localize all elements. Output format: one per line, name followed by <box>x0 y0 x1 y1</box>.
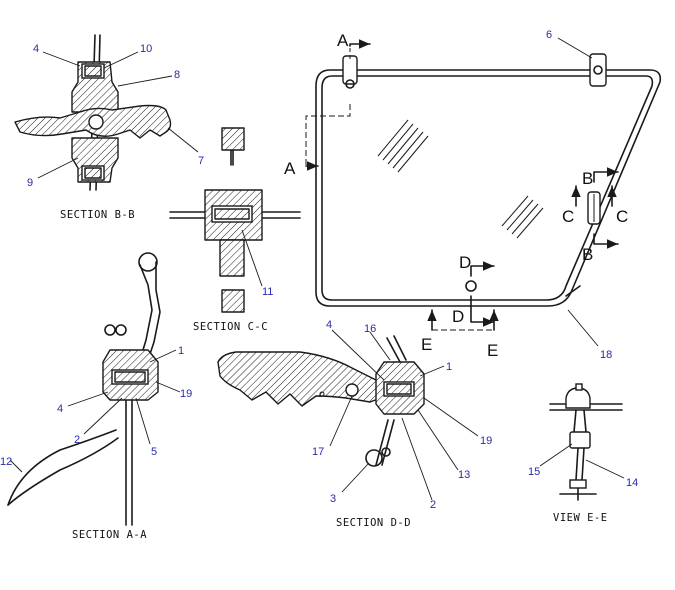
section-letter-b-top: B <box>582 169 593 188</box>
callout-d-2: 2 <box>430 499 436 511</box>
section-b-b-caption: SECTION B-B <box>60 209 135 221</box>
callout-b-4: 4 <box>33 43 39 55</box>
callout-d-17: 17 <box>312 446 324 458</box>
section-indicators <box>305 39 619 331</box>
section-d-d-caption: SECTION D-D <box>336 517 411 529</box>
window-assembly <box>315 53 662 307</box>
section-letter-b-bottom: B <box>582 245 593 264</box>
section-letter-c-right: C <box>616 207 628 226</box>
callout-b-10: 10 <box>140 43 152 55</box>
section-d-d-drawing <box>217 335 425 467</box>
section-letter-d-bottom: D <box>452 307 464 326</box>
callout-a-2: 2 <box>74 434 80 446</box>
callout-a-5: 5 <box>151 446 157 458</box>
section-letter-a-top: A <box>337 31 349 50</box>
callout-d-13: 13 <box>458 469 470 481</box>
callout-main-6: 6 <box>546 29 552 41</box>
callout-c-11: 11 <box>262 286 273 298</box>
section-c-c-drawing <box>169 127 301 313</box>
section-a-a-drawing <box>7 252 161 526</box>
callout-a-4: 4 <box>57 403 63 415</box>
callout-d-16: 16 <box>364 323 376 335</box>
callout-a-19: 19 <box>180 388 192 400</box>
callout-d-1: 1 <box>446 361 452 373</box>
callout-e-15: 15 <box>528 466 540 478</box>
section-b-b-drawing <box>14 34 172 191</box>
section-letter-c-left: C <box>562 207 574 226</box>
callout-e-14: 14 <box>626 477 638 489</box>
section-c-c-caption: SECTION C-C <box>193 321 268 333</box>
callout-d-4: 4 <box>326 319 332 331</box>
callout-a-12: 12 <box>0 456 12 468</box>
section-letter-d-top: D <box>459 253 471 272</box>
section-a-a-caption: SECTION A-A <box>72 529 147 541</box>
view-e-e-caption: VIEW E-E <box>553 512 608 524</box>
callout-main-18: 18 <box>600 349 612 361</box>
callout-b-7: 7 <box>198 155 204 167</box>
section-letter-e-left: E <box>421 335 432 354</box>
section-letter-a-left: A <box>284 159 296 178</box>
callout-b-9: 9 <box>27 177 33 189</box>
callout-d-19: 19 <box>480 435 492 447</box>
section-letter-e-right: E <box>487 341 498 360</box>
callout-d-3: 3 <box>330 493 336 505</box>
callout-b-8: 8 <box>174 69 180 81</box>
callout-a-1: 1 <box>178 345 184 357</box>
view-e-e-drawing <box>549 383 623 501</box>
